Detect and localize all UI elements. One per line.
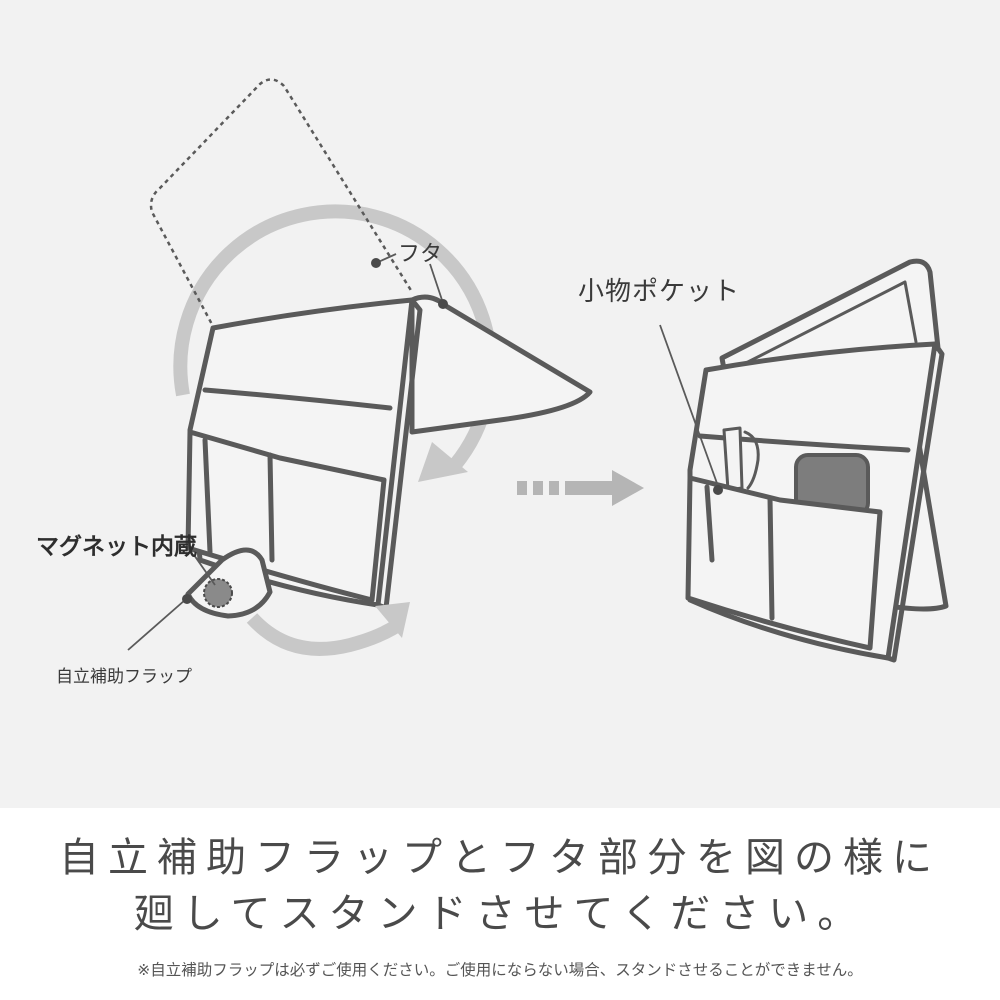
lid-leader-dot-a [371,258,381,268]
instruction-text: 自立補助フラップとフタ部分を図の様に 廻してスタンドさせてください。 [0,830,1000,942]
magnet-leader [193,554,216,586]
diagram-panel: フタ 小物ポケット マグネット内蔵 自立補助フラップ [0,0,1000,808]
lid-leader-2 [429,263,444,304]
bottom-curved-arrow [246,613,402,656]
bag-right [685,258,949,663]
diagram-svg [127,78,949,663]
rotation-arrow-head [418,442,468,482]
bag-left [185,294,593,619]
bottom-arrow-head [375,602,410,638]
footnote: ※自立補助フラップは必ずご使用ください。ご使用にならない場合、スタンドさせること… [137,961,863,979]
instruction-line-1: 自立補助フラップとフタ部分を図の様に [59,835,941,881]
pocket-label: 小物ポケット [578,277,741,307]
lid-dashed-outline [149,78,414,331]
magnet-circle [203,578,233,608]
transition-arrow [517,470,644,506]
flap-label: 自立補助フラップ [56,667,192,687]
instruction-line-2: 廻してスタンドさせてください。 [133,891,867,937]
lid-leader-dot-b [438,299,448,309]
pocket-leader-dot [713,485,723,495]
pocket-leader [659,324,719,487]
flap-leader [127,599,186,651]
lid-label: フタ [398,242,443,267]
magnet-label: マグネット内蔵 [36,534,197,560]
flap-leader-dot [182,594,192,604]
